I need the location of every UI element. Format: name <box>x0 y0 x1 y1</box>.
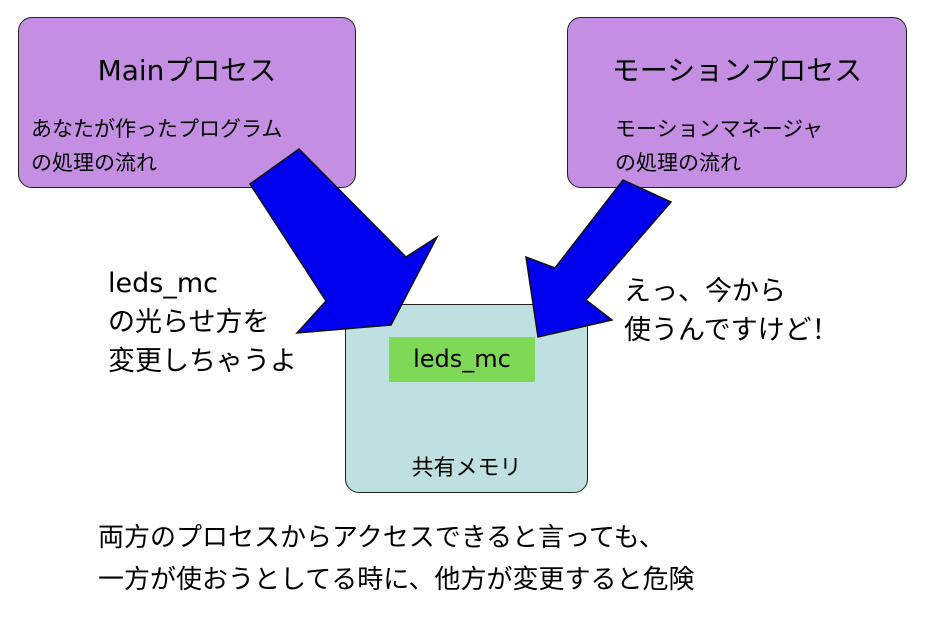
footer-line2: 一方が使おうとしてる時に、他方が変更すると危険 <box>98 565 695 595</box>
left-note-line2: の光らせ方を <box>108 307 270 338</box>
footer-line1: 両方のプロセスからアクセスできると言っても、 <box>98 523 665 553</box>
right-note: えっ、今から 使うんですけど！ <box>624 272 839 350</box>
footer-caption: 両方のプロセスからアクセスできると言っても、 一方が使おうとしてる時に、他方が変… <box>98 517 694 601</box>
main-process-description: あなたが作ったプログラム の処理の流れ <box>31 112 282 180</box>
right-note-line2: 使うんですけど！ <box>624 315 839 346</box>
motion-process-description: モーションマネージャ の処理の流れ <box>615 112 823 180</box>
shared-memory-label: 共有メモリ <box>411 456 522 481</box>
motion-process-desc-line1: モーションマネージャ <box>615 117 824 141</box>
right-note-line1: えっ、今から <box>624 276 786 307</box>
main-process-title: Mainプロセス <box>97 54 277 87</box>
motion-process-box: モーションプロセス モーションマネージャ の処理の流れ <box>567 17 907 188</box>
main-process-desc-line2: の処理の流れ <box>31 151 157 175</box>
motion-process-desc-line2: の処理の流れ <box>615 151 741 175</box>
right-arrow <box>525 179 673 338</box>
left-note-line3: 変更しちゃうよ <box>108 346 297 377</box>
left-arrow <box>248 148 439 334</box>
left-note-line1: leds_mc <box>108 268 218 299</box>
main-process-box: Mainプロセス あなたが作ったプログラム の処理の流れ <box>18 17 356 188</box>
leds-mc-variable: leds_mc <box>389 337 535 382</box>
motion-process-title: モーションプロセス <box>611 54 863 87</box>
left-note: leds_mc の光らせ方を 変更しちゃうよ <box>108 264 297 381</box>
main-process-desc-line1: あなたが作ったプログラム <box>31 117 283 141</box>
